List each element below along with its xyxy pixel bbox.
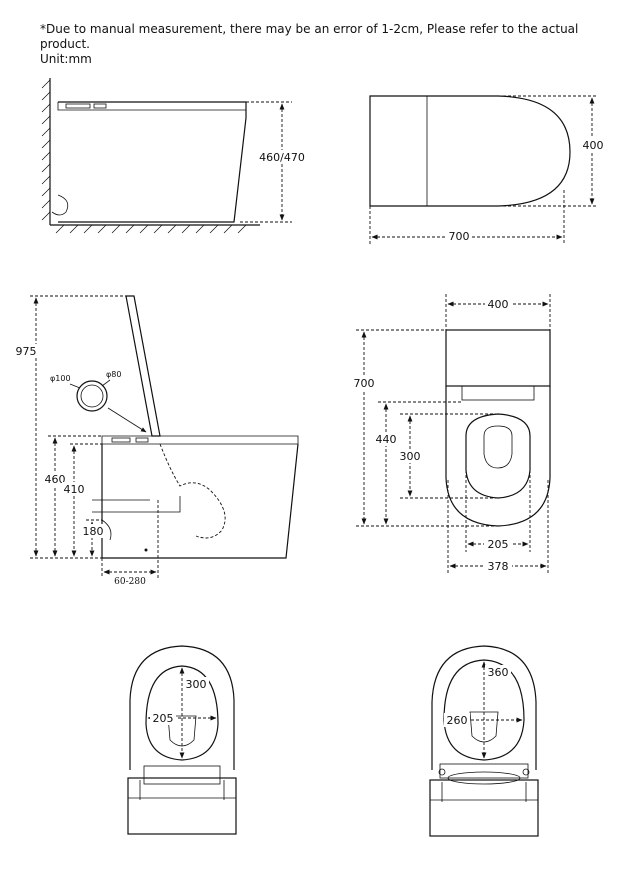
- small-seat-width-label: 205: [153, 712, 174, 725]
- base-width-label: 378: [488, 560, 509, 573]
- seat-view-small: 300 205: [127, 645, 237, 835]
- large-seat-width-label: 260: [447, 714, 468, 727]
- rough-in-label: 60-280: [114, 577, 146, 587]
- top-length-label: 700: [449, 230, 470, 243]
- top-view: 400 700: [369, 95, 606, 244]
- top-width-label: 400: [583, 139, 604, 152]
- bowl-height-label: 410: [64, 483, 85, 496]
- seat-view-large: 360 260: [429, 645, 539, 837]
- plan-view: 400 700 440 300 205 378: [352, 294, 551, 574]
- unit-label: Unit:mm: [40, 52, 92, 66]
- tank-width-label: 400: [488, 298, 509, 311]
- side-section-view: φ100 φ80 975 460 410 180 60-280: [12, 295, 299, 587]
- side-profile-view: 460/470: [41, 78, 305, 234]
- seat-depth-label: 440: [376, 433, 397, 446]
- measurement-note: *Due to manual measurement, there may be…: [40, 22, 630, 67]
- large-seat-length-label: 360: [488, 666, 509, 679]
- total-height-label: 975: [16, 345, 37, 358]
- opening-width-label: 205: [488, 538, 509, 551]
- pipe-inner-label: φ80: [106, 370, 121, 379]
- seat-height-label: 460: [45, 473, 66, 486]
- small-seat-length-label: 300: [186, 678, 207, 691]
- outlet-height-label: 180: [83, 525, 104, 538]
- measurement-disclaimer: *Due to manual measurement, there may be…: [40, 22, 579, 51]
- total-depth-label: 700: [354, 377, 375, 390]
- profile-height-label: 460/470: [259, 151, 305, 164]
- opening-depth-label: 300: [400, 450, 421, 463]
- pipe-outer-label: φ100: [50, 374, 71, 383]
